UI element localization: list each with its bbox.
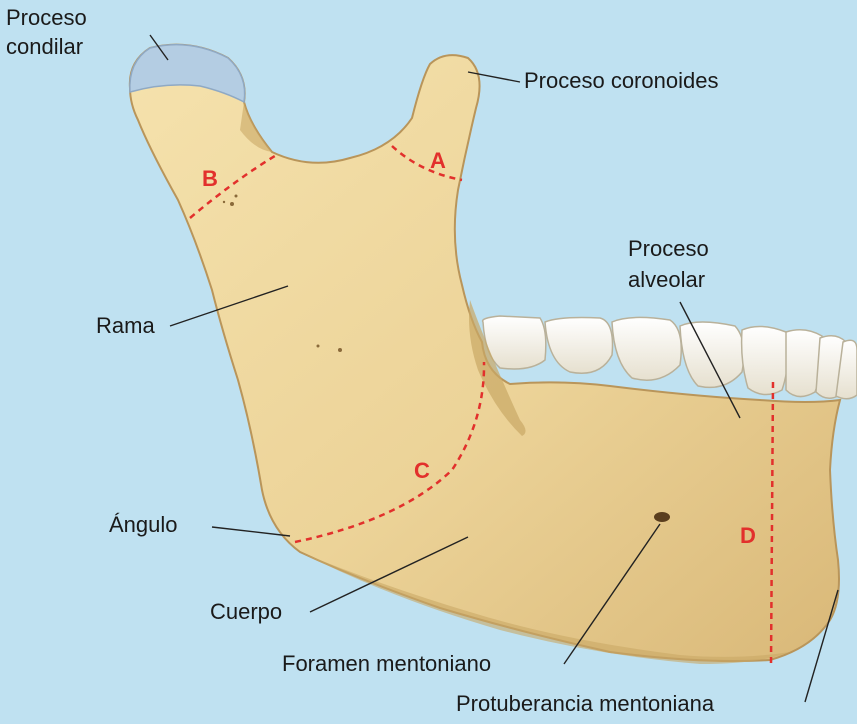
tooth-3	[612, 317, 681, 380]
label-proceso-alveolar-line2: alveolar	[628, 266, 705, 293]
section-letter-d: D	[740, 523, 756, 549]
label-proceso-alveolar-line1: Proceso	[628, 235, 709, 262]
section-letter-a: A	[430, 148, 446, 174]
label-cuerpo: Cuerpo	[210, 598, 282, 625]
section-letter-b: B	[202, 166, 218, 192]
label-proceso-condilar-line1: Proceso	[6, 4, 87, 31]
label-angulo: Ángulo	[109, 511, 178, 538]
section-letter-c: C	[414, 458, 430, 484]
label-rama: Rama	[96, 312, 155, 339]
label-protuberancia-mentoniana: Protuberancia mentoniana	[456, 690, 714, 717]
tooth-5	[742, 326, 789, 394]
tooth-4	[680, 322, 744, 387]
label-foramen-mentoniano: Foramen mentoniano	[282, 650, 491, 677]
label-proceso-coronoides: Proceso coronoides	[524, 67, 718, 94]
mental-foramen	[654, 512, 670, 522]
tooth-2	[545, 318, 613, 374]
label-proceso-condilar-line2: condilar	[6, 33, 83, 60]
